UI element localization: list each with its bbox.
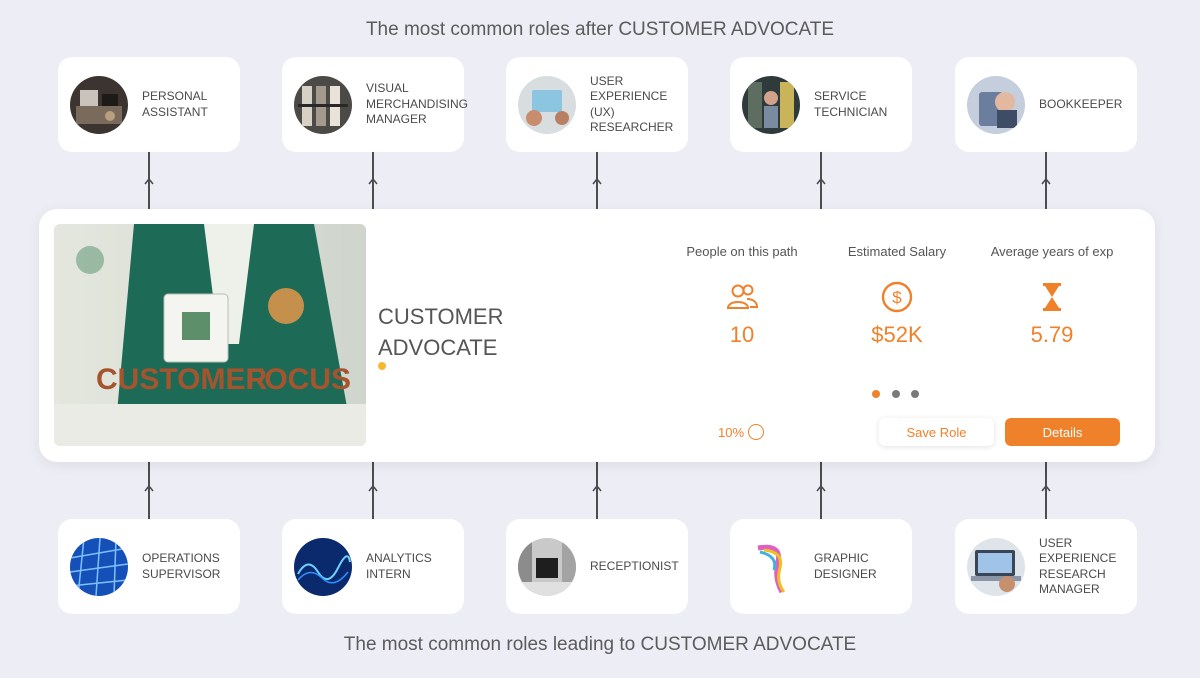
- stat-label: People on this path: [686, 244, 798, 259]
- progress-ring-icon: [748, 424, 765, 440]
- details-button[interactable]: Details: [1005, 418, 1120, 446]
- office-desk-photo: [70, 75, 128, 134]
- stat-value: 5.79: [1030, 322, 1074, 347]
- stat-estimated-salary: Estimated Salary $ $52K: [817, 244, 977, 348]
- connector-line: [148, 462, 150, 519]
- laptop-hand-photo: [967, 537, 1025, 596]
- server-rack-photo: [742, 75, 800, 134]
- arrow-up-icon: [144, 177, 154, 185]
- arrow-up-icon: [1041, 177, 1051, 185]
- connector-line: [372, 462, 374, 519]
- match-percentage-value: 10%: [718, 424, 745, 440]
- role-label: GRAPHIC DESIGNER: [814, 551, 877, 581]
- role-label: VISUAL MERCHANDISING MANAGER: [366, 81, 469, 127]
- people-icon: [726, 284, 759, 309]
- prev-role-card-analytics-intern[interactable]: ANALYTICS INTERN: [282, 519, 464, 614]
- stat-people-on-path: People on this path 10: [662, 244, 822, 348]
- stat-value: 10: [729, 322, 755, 347]
- connector-line: [372, 152, 374, 209]
- tablet-hands-photo: [518, 75, 576, 134]
- blue-grid-photo: [70, 537, 128, 596]
- image-text-customer: CUSTOMER: [96, 363, 267, 396]
- connector-line: [820, 152, 822, 209]
- color-swirl-photo: [742, 537, 800, 596]
- role-label: USER EXPERIENCE (UX) RESEARCHER: [590, 73, 674, 135]
- match-percentage: 10%: [718, 424, 765, 440]
- role-title-dot: [378, 362, 386, 370]
- stat-label: Estimated Salary: [847, 244, 947, 259]
- connector-line: [596, 152, 598, 209]
- connector-line: [596, 462, 598, 519]
- arrow-up-icon: [592, 177, 602, 185]
- previous-roles-heading: The most common roles leading to CUSTOME…: [343, 634, 857, 655]
- dollar-icon: $: [881, 281, 913, 313]
- role-label: SERVICE TECHNICIAN: [814, 89, 888, 119]
- arrow-up-icon: [816, 177, 826, 185]
- data-wave-photo: [294, 537, 352, 596]
- role-label: USER EXPERIENCE RESEARCH MANAGER: [1039, 535, 1117, 597]
- role-label: BOOKKEEPER: [1039, 96, 1123, 111]
- connector-line: [1045, 462, 1047, 519]
- hourglass-icon: [1043, 283, 1061, 311]
- role-label: ANALYTICS INTERN: [366, 551, 432, 581]
- pager-dot[interactable]: [911, 390, 919, 398]
- connector-line: [820, 462, 822, 519]
- arrow-up-icon: [816, 484, 826, 492]
- role-label: PERSONAL ASSISTANT: [142, 89, 208, 119]
- stat-value: $52K: [871, 322, 923, 347]
- arrow-up-icon: [368, 177, 378, 185]
- pager-dot-active[interactable]: [872, 390, 880, 398]
- stat-average-years: Average years of exp 5.79: [972, 244, 1132, 348]
- next-roles-heading: The most common roles after CUSTOMER ADV…: [365, 19, 835, 40]
- next-role-card-bookkeeper[interactable]: BOOKKEEPER: [955, 57, 1137, 152]
- save-role-button[interactable]: Save Role: [879, 418, 994, 446]
- next-role-card-visual-merchandising-manager[interactable]: VISUAL MERCHANDISING MANAGER: [282, 57, 468, 152]
- connector-line: [148, 152, 150, 209]
- arrow-up-icon: [1041, 484, 1051, 492]
- role-label: OPERATIONS SUPERVISOR: [142, 551, 221, 581]
- image-text-focus: FOCUS: [246, 363, 351, 396]
- calculator-photo: [967, 75, 1025, 134]
- arrow-up-icon: [368, 484, 378, 492]
- connector-line: [1045, 152, 1047, 209]
- next-role-card-personal-assistant[interactable]: PERSONAL ASSISTANT: [58, 57, 240, 152]
- prev-role-card-receptionist[interactable]: RECEPTIONIST: [506, 519, 688, 614]
- stat-label: Average years of exp: [990, 244, 1114, 259]
- arrow-up-icon: [592, 484, 602, 492]
- role-title: CUSTOMER ADVOCATE: [378, 304, 504, 360]
- pager-dot[interactable]: [892, 390, 900, 398]
- current-role-card: CUSTOMER FOCUS CUSTOMER ADVOCATE People …: [39, 209, 1155, 462]
- prev-role-card-operations-supervisor[interactable]: OPERATIONS SUPERVISOR: [58, 519, 240, 614]
- store-shelves-photo: [294, 75, 352, 134]
- svg-text:$: $: [892, 288, 902, 307]
- prev-role-card-ux-research-manager[interactable]: USER EXPERIENCE RESEARCH MANAGER: [955, 519, 1137, 614]
- hallway-photo: [518, 537, 576, 596]
- role-label: RECEPTIONIST: [590, 558, 679, 573]
- arrow-up-icon: [144, 484, 154, 492]
- next-role-card-ux-researcher[interactable]: USER EXPERIENCE (UX) RESEARCHER: [506, 57, 688, 152]
- next-role-card-service-technician[interactable]: SERVICE TECHNICIAN: [730, 57, 912, 152]
- customer-focus-photo: CUSTOMER FOCUS: [54, 224, 366, 446]
- prev-role-card-graphic-designer[interactable]: GRAPHIC DESIGNER: [730, 519, 912, 614]
